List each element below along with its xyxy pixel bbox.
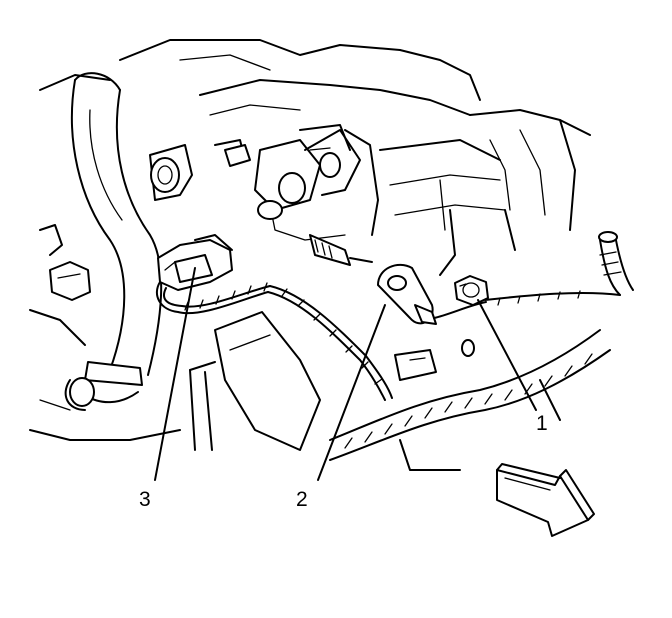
electrical-connector — [155, 234, 393, 401]
left-fittings — [29, 224, 181, 441]
leader-lines — [154, 267, 537, 481]
starter-stud — [309, 234, 373, 266]
lower-bracket — [189, 311, 321, 451]
battery-cable — [484, 231, 634, 306]
coolant-hose — [70, 72, 163, 376]
wiring-conduit — [329, 329, 611, 471]
harness-clip — [394, 339, 475, 381]
callout-3-label: 3 — [139, 488, 151, 511]
engine-block — [39, 39, 591, 276]
upper-brackets — [149, 129, 361, 241]
hose-clamp — [64, 361, 143, 411]
nut — [454, 275, 489, 306]
front-arrow-icon — [496, 463, 595, 537]
callout-1-label: 1 — [536, 412, 548, 435]
callout-2-label: 2 — [296, 488, 308, 511]
ring-terminal — [377, 263, 487, 325]
